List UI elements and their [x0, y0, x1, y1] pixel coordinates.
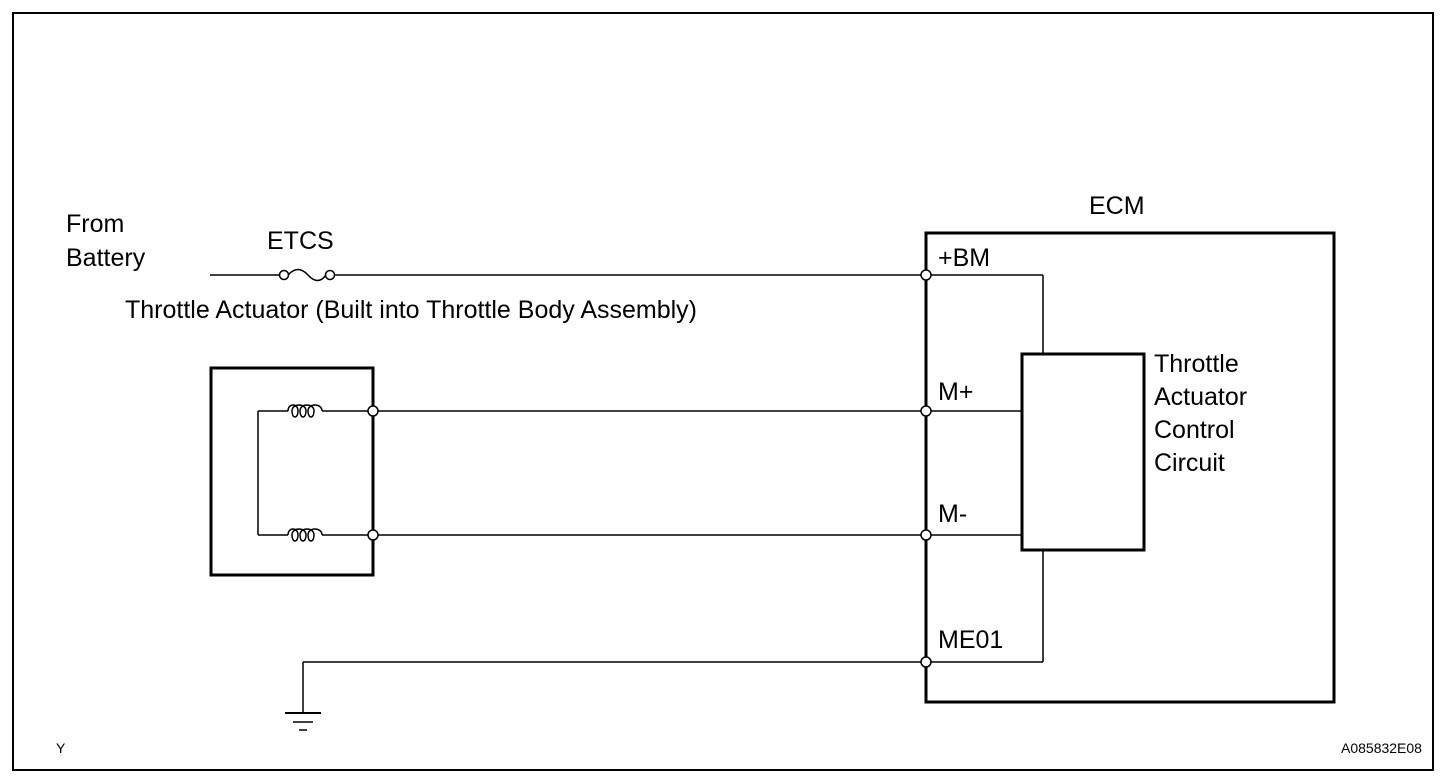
control-circuit-box: [1020, 352, 1146, 552]
actuator-terminal-lower: [367, 529, 379, 541]
ecm-label: ECM: [1089, 192, 1145, 220]
ecm-terminal-me01: [920, 656, 932, 668]
fuse-label: ETCS: [267, 227, 334, 255]
pin-label-m-plus: M+: [938, 378, 973, 406]
ecm-terminal-bm: [920, 269, 932, 281]
pin-label-m-minus: M-: [938, 500, 967, 528]
pin-label-bm: +BM: [938, 244, 990, 272]
from-battery-label-line1: From: [66, 210, 124, 238]
control-circuit-label-line3: Control: [1154, 416, 1235, 444]
control-circuit-label-line4: Circuit: [1154, 449, 1225, 477]
ecm-box: [924, 231, 1336, 704]
footer-left-code: Y: [56, 740, 66, 756]
figure-id: A085832E08: [1341, 740, 1422, 756]
actuator-terminal-upper: [367, 405, 379, 417]
ecm-terminal-m-minus: [920, 529, 932, 541]
coil-lower-icon: [287, 528, 369, 542]
throttle-actuator-box: [209, 366, 375, 577]
ground-icon: [285, 712, 321, 731]
throttle-actuator-label: Throttle Actuator (Built into Throttle B…: [125, 296, 697, 324]
diagram-frame: [12, 12, 1434, 771]
control-circuit-label-line1: Throttle: [1154, 350, 1239, 378]
from-battery-label-line2: Battery: [66, 244, 146, 272]
coil-upper-icon: [287, 404, 369, 418]
ecm-terminal-m-plus: [920, 405, 932, 417]
fuse-icon: [278, 268, 336, 282]
pin-label-me01: ME01: [938, 626, 1003, 654]
control-circuit-label-line2: Actuator: [1154, 383, 1247, 411]
